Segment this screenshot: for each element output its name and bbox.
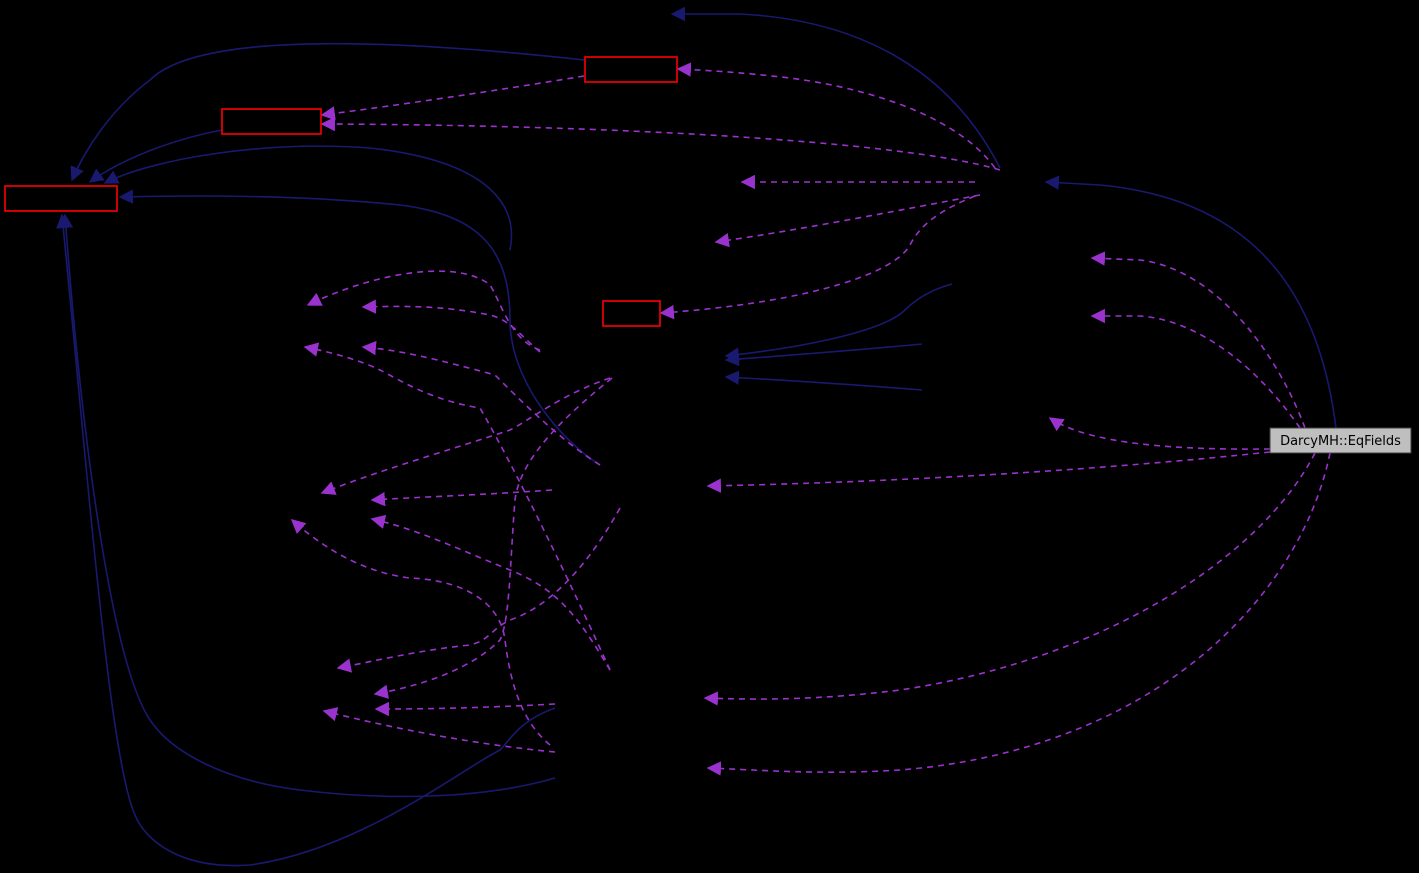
edge-right-to-top bbox=[670, 6, 1001, 169]
edge-bottom-to-base-1 bbox=[58, 213, 556, 798]
usage-left-6 bbox=[370, 489, 553, 507]
usage-main-4 bbox=[706, 451, 1271, 493]
usage-right-to-second bbox=[320, 116, 1001, 171]
edge-mid-1 bbox=[724, 283, 953, 362]
inheritance-edges bbox=[56, 6, 1337, 867]
main-node-label: DarcyMH::EqFields bbox=[1280, 434, 1401, 449]
usage-main-6 bbox=[706, 452, 1331, 776]
usage-main-2 bbox=[1090, 308, 1301, 429]
node-small-class[interactable] bbox=[602, 300, 661, 327]
edge-arc-to-base-1 bbox=[103, 145, 513, 251]
edge-arc-to-base-2 bbox=[118, 189, 601, 466]
usage-main-3 bbox=[1048, 417, 1271, 450]
node-top-class[interactable] bbox=[584, 56, 678, 83]
truncated-nodes bbox=[4, 56, 678, 327]
node-base-class[interactable] bbox=[4, 185, 118, 212]
usage-left-2 bbox=[361, 299, 541, 353]
usage-left-8 bbox=[290, 519, 551, 746]
edge-mid-3 bbox=[724, 370, 923, 391]
usage-left-1 bbox=[306, 270, 541, 351]
usage-left-10 bbox=[373, 377, 613, 699]
main-node-box[interactable] bbox=[1269, 427, 1412, 454]
usage-right-to-small bbox=[659, 195, 976, 320]
usage-main-1 bbox=[1090, 251, 1306, 429]
usage-edges bbox=[290, 62, 1331, 776]
usage-left-3 bbox=[303, 342, 611, 671]
edge-second-to-base bbox=[88, 129, 223, 183]
usage-left-11 bbox=[374, 701, 556, 717]
edge-top-to-base bbox=[70, 42, 585, 182]
usage-left-4 bbox=[361, 340, 601, 466]
edge-mid-2 bbox=[724, 343, 923, 367]
edge-main-to-right-node bbox=[1044, 175, 1337, 429]
usage-left-12 bbox=[322, 707, 556, 753]
usage-left-9 bbox=[336, 507, 621, 673]
usage-top-to-second bbox=[320, 75, 585, 121]
main-node[interactable]: DarcyMH::EqFields bbox=[1269, 427, 1412, 454]
edge-bottom-to-base-2 bbox=[56, 213, 556, 867]
usage-main-5 bbox=[703, 452, 1316, 706]
usage-left-7 bbox=[370, 514, 611, 671]
usage-left-5 bbox=[320, 377, 611, 495]
usage-right-h2 bbox=[714, 194, 981, 248]
node-second-class[interactable] bbox=[221, 108, 322, 135]
usage-right-to-top bbox=[676, 62, 996, 169]
